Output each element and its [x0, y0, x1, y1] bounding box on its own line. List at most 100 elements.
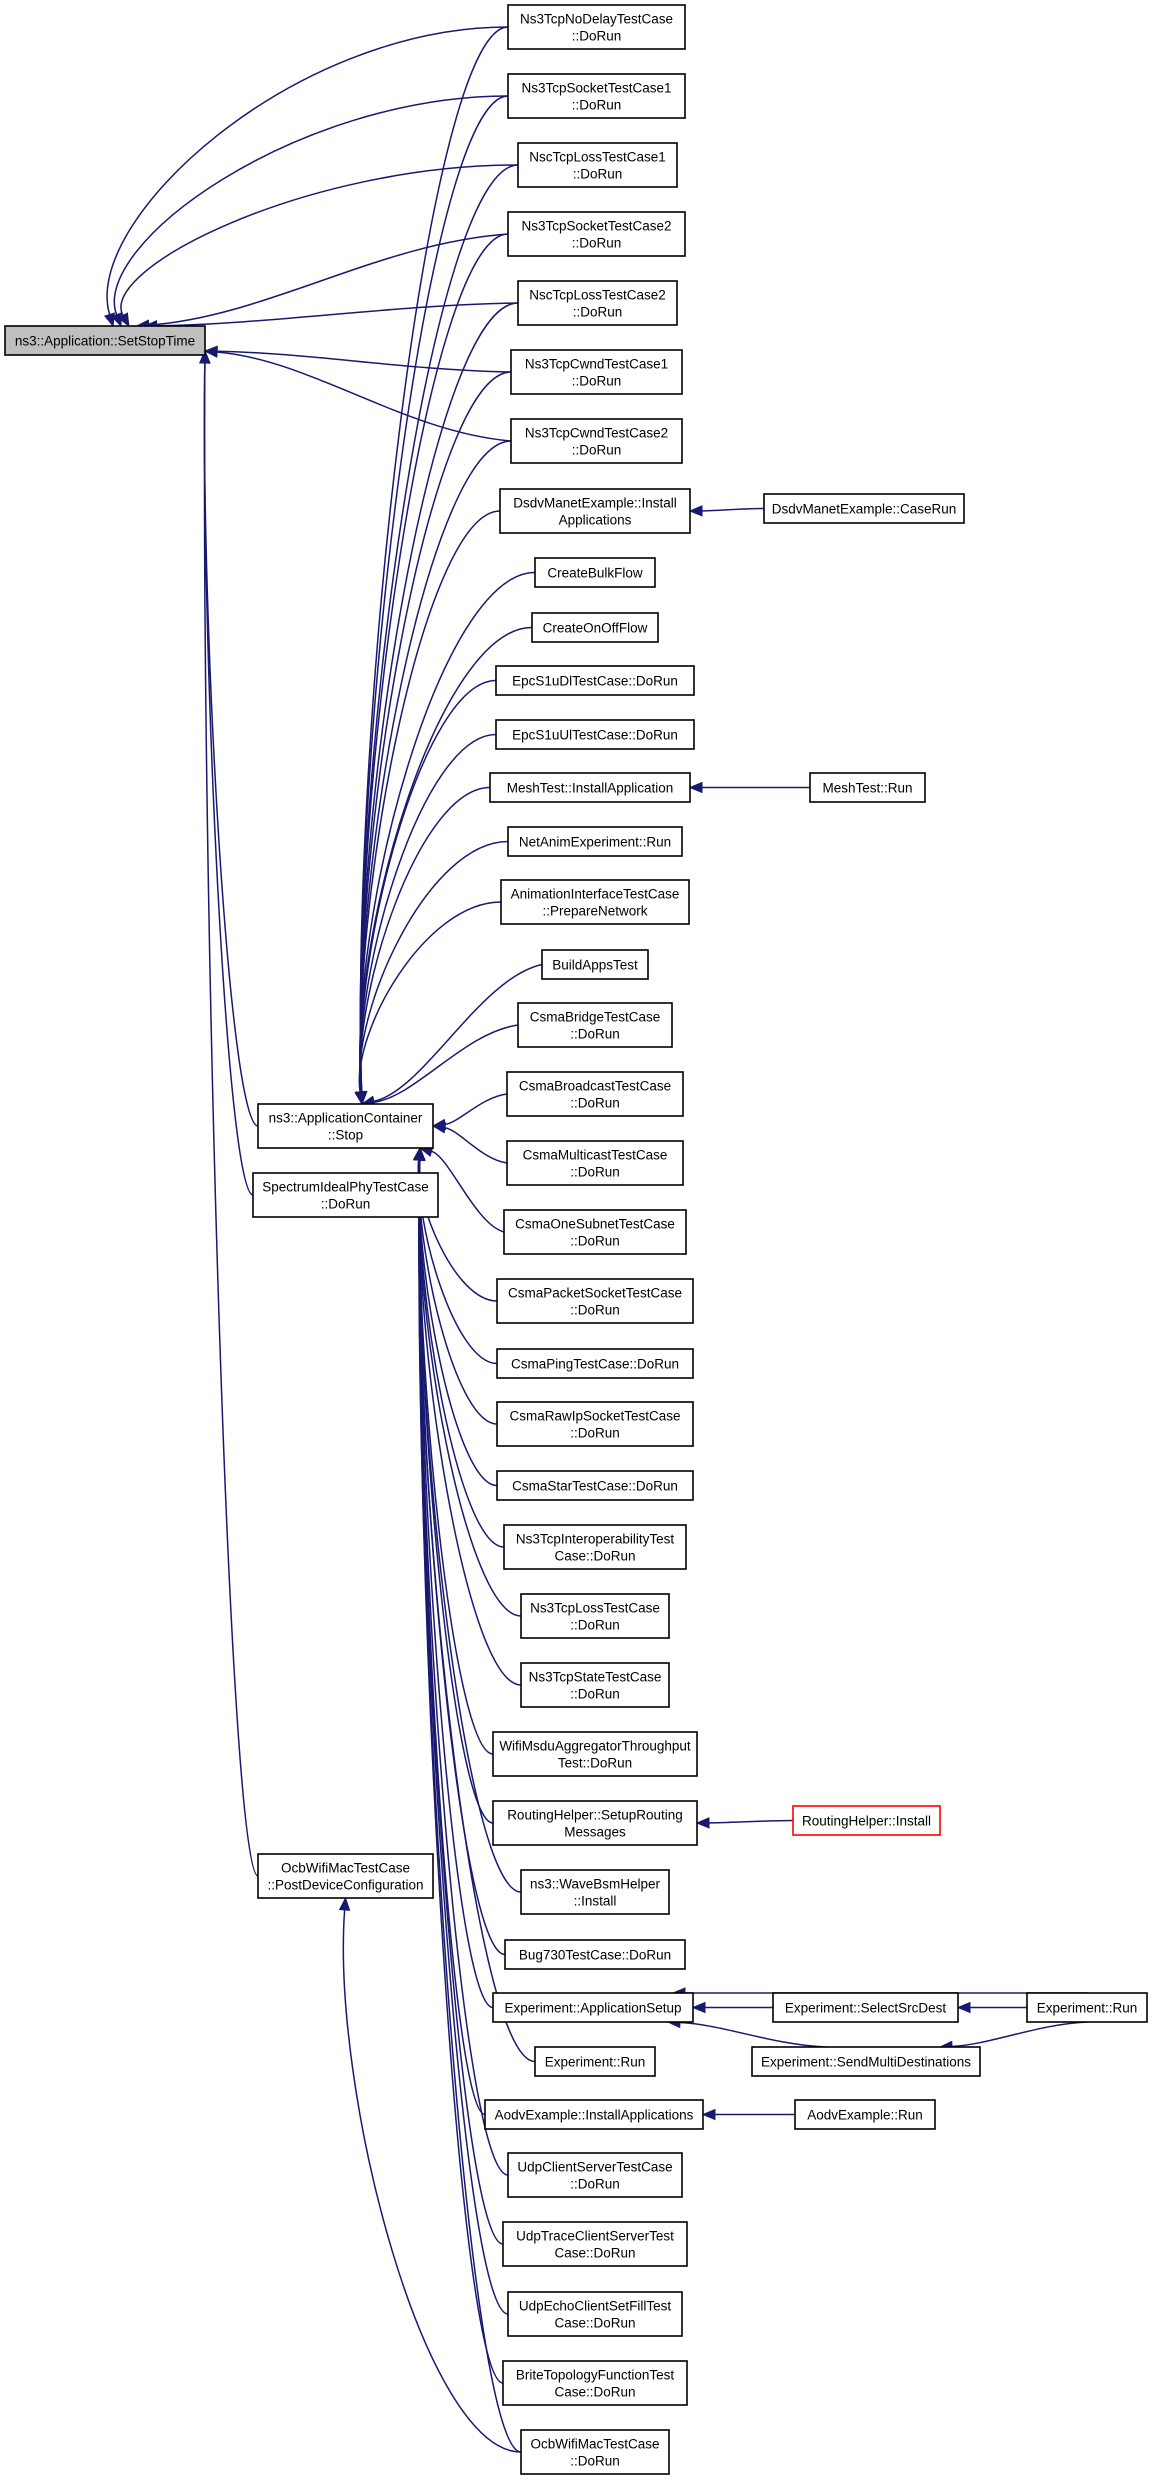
- node-box[interactable]: [520, 1662, 670, 1708]
- node-expRun[interactable]: Experiment::Run: [534, 2046, 656, 2077]
- node-csmaPing[interactable]: CsmaPingTestCase::DoRun: [496, 1348, 694, 1379]
- node-box[interactable]: [520, 1869, 670, 1915]
- node-box[interactable]: [504, 1939, 686, 1970]
- node-csmaStar[interactable]: CsmaStarTestCase::DoRun: [496, 1470, 694, 1501]
- node-aodvRun[interactable]: AodvExample::Run: [794, 2099, 936, 2130]
- node-ocbRun[interactable]: OcbWifiMacTestCase::DoRun: [520, 2429, 670, 2475]
- node-cwnd2[interactable]: Ns3TcpCwndTestCase2::DoRun: [510, 418, 683, 464]
- node-animIface[interactable]: AnimationInterfaceTestCase::PrepareNetwo…: [500, 879, 690, 925]
- node-box[interactable]: [502, 2221, 688, 2267]
- node-meshRun[interactable]: MeshTest::Run: [809, 772, 926, 803]
- node-nscLoss2[interactable]: NscTcpLossTestCase2::DoRun: [517, 280, 678, 326]
- node-box[interactable]: [517, 1002, 673, 1048]
- node-waveBsm[interactable]: ns3::WaveBsmHelper::Install: [520, 1869, 670, 1915]
- node-onoff[interactable]: CreateOnOffFlow: [531, 612, 659, 643]
- node-spectrum[interactable]: SpectrumIdealPhyTestCase::DoRun: [252, 1172, 439, 1218]
- node-ocbPost[interactable]: OcbWifiMacTestCase::PostDeviceConfigurat…: [257, 1853, 434, 1899]
- node-tcpSock2[interactable]: Ns3TcpSocketTestCase2::DoRun: [507, 211, 686, 257]
- node-box[interactable]: [492, 1992, 694, 2023]
- node-expRunRight[interactable]: Experiment::Run: [1026, 1992, 1148, 2023]
- node-box[interactable]: [496, 1348, 694, 1379]
- node-box[interactable]: [506, 1071, 684, 1117]
- node-csmaBroadcast[interactable]: CsmaBroadcastTestCase::DoRun: [506, 1071, 684, 1117]
- node-box[interactable]: [495, 665, 695, 696]
- node-box[interactable]: [484, 2099, 704, 2130]
- node-box[interactable]: [507, 73, 686, 119]
- node-box[interactable]: [534, 557, 656, 588]
- node-aodvInstall[interactable]: AodvExample::InstallApplications: [484, 2099, 704, 2130]
- node-csmaRawIp[interactable]: CsmaRawIpSocketTestCase::DoRun: [496, 1401, 694, 1447]
- node-box[interactable]: [507, 2152, 683, 2198]
- node-box[interactable]: [772, 1992, 959, 2023]
- node-box[interactable]: [499, 488, 691, 534]
- node-csmaOneSubnet[interactable]: CsmaOneSubnetTestCase::DoRun: [503, 1209, 687, 1255]
- node-box[interactable]: [520, 1593, 670, 1639]
- node-nscLoss1[interactable]: NscTcpLossTestCase1::DoRun: [517, 142, 678, 188]
- node-box[interactable]: [534, 2046, 656, 2077]
- node-box[interactable]: [500, 879, 690, 925]
- node-csmaPacketSocket[interactable]: CsmaPacketSocketTestCase::DoRun: [496, 1278, 694, 1324]
- node-box[interactable]: [257, 1103, 434, 1149]
- node-expSendMulti[interactable]: Experiment::SendMultiDestinations: [751, 2046, 981, 2077]
- node-box[interactable]: [495, 719, 695, 750]
- node-box[interactable]: [4, 325, 206, 356]
- node-box[interactable]: [520, 2429, 670, 2475]
- node-box[interactable]: [503, 1209, 687, 1255]
- node-csmaBridge[interactable]: CsmaBridgeTestCase::DoRun: [517, 1002, 673, 1048]
- node-box[interactable]: [492, 1800, 698, 1846]
- node-meshInstall[interactable]: MeshTest::InstallApplication: [489, 772, 691, 803]
- node-bulk[interactable]: CreateBulkFlow: [534, 557, 656, 588]
- node-box[interactable]: [751, 2046, 981, 2077]
- node-box[interactable]: [763, 493, 965, 524]
- node-dsdvInstall[interactable]: DsdvManetExample::InstallApplications: [499, 488, 691, 534]
- node-box[interactable]: [489, 772, 691, 803]
- node-box[interactable]: [252, 1172, 439, 1218]
- node-box[interactable]: [510, 418, 683, 464]
- node-expSelect[interactable]: Experiment::SelectSrcDest: [772, 1992, 959, 2023]
- node-cwnd1[interactable]: Ns3TcpCwndTestCase1::DoRun: [510, 349, 683, 395]
- node-csmaMulticast[interactable]: CsmaMulticastTestCase::DoRun: [506, 1140, 684, 1186]
- node-box[interactable]: [502, 2360, 688, 2406]
- node-box[interactable]: [507, 2291, 683, 2337]
- node-bug730[interactable]: Bug730TestCase::DoRun: [504, 1939, 686, 1970]
- node-box[interactable]: [541, 949, 649, 980]
- node-box[interactable]: [507, 826, 683, 857]
- node-dsdvRun[interactable]: DsdvManetExample::CaseRun: [763, 493, 965, 524]
- node-box[interactable]: [531, 612, 659, 643]
- node-expAppSetup[interactable]: Experiment::ApplicationSetup: [492, 1992, 694, 2023]
- node-tcpState[interactable]: Ns3TcpStateTestCase::DoRun: [520, 1662, 670, 1708]
- node-box[interactable]: [492, 1731, 698, 1777]
- node-box[interactable]: [517, 280, 678, 326]
- node-box[interactable]: [257, 1853, 434, 1899]
- node-box[interactable]: [506, 1140, 684, 1186]
- node-box[interactable]: [496, 1278, 694, 1324]
- node-box[interactable]: [510, 349, 683, 395]
- node-box[interactable]: [507, 4, 686, 50]
- node-epcUl[interactable]: EpcS1uUlTestCase::DoRun: [495, 719, 695, 750]
- node-box[interactable]: [1026, 1992, 1148, 2023]
- node-box[interactable]: [503, 1524, 687, 1570]
- node-box[interactable]: [517, 142, 678, 188]
- node-buildApps[interactable]: BuildAppsTest: [541, 949, 649, 980]
- node-tcpSock1[interactable]: Ns3TcpSocketTestCase1::DoRun: [507, 73, 686, 119]
- node-root[interactable]: ns3::Application::SetStopTime: [4, 325, 206, 356]
- node-tcpNoDelay[interactable]: Ns3TcpNoDelayTestCase::DoRun: [507, 4, 686, 50]
- node-netanim[interactable]: NetAnimExperiment::Run: [507, 826, 683, 857]
- node-box[interactable]: [794, 2099, 936, 2130]
- node-box[interactable]: [792, 1805, 941, 1836]
- node-box[interactable]: [496, 1470, 694, 1501]
- node-tcpLoss[interactable]: Ns3TcpLossTestCase::DoRun: [520, 1593, 670, 1639]
- node-box[interactable]: [809, 772, 926, 803]
- node-box[interactable]: [496, 1401, 694, 1447]
- node-routingInstall[interactable]: RoutingHelper::Install: [792, 1805, 941, 1836]
- node-box[interactable]: [507, 211, 686, 257]
- node-appContainer[interactable]: ns3::ApplicationContainer::Stop: [257, 1103, 434, 1149]
- node-udpCs[interactable]: UdpClientServerTestCase::DoRun: [507, 2152, 683, 2198]
- node-epcDl[interactable]: EpcS1uDlTestCase::DoRun: [495, 665, 695, 696]
